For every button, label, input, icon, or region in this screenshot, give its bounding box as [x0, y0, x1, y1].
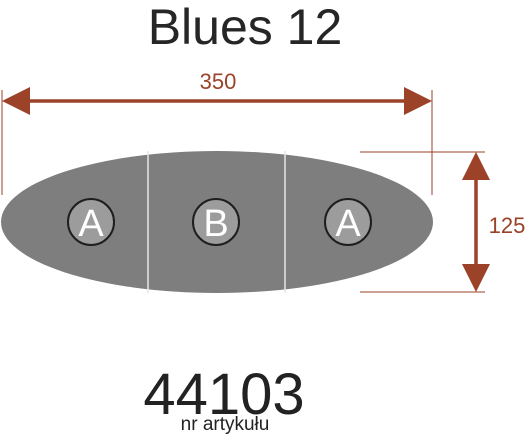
- section-label-text: A: [78, 203, 104, 245]
- article-number: 44103: [143, 362, 305, 427]
- section-label-circle: [324, 198, 372, 246]
- section-label-circle: [192, 198, 240, 246]
- section-label-text: A: [335, 203, 361, 245]
- length-value: 350: [200, 69, 237, 94]
- length-dimension: 350: [1, 69, 433, 195]
- width-arrow-bottom: [462, 264, 490, 292]
- section-label-a-right: A: [324, 198, 372, 246]
- article-caption: nr artykułu: [180, 414, 270, 435]
- section-label-circle: [67, 198, 115, 246]
- length-arrow-right: [404, 87, 432, 115]
- width-value: 125: [489, 213, 526, 238]
- length-arrow-left: [2, 87, 30, 115]
- section-label-b-middle: B: [192, 198, 240, 246]
- product-title: Blues 12: [147, 0, 343, 55]
- width-dimension: 125: [360, 151, 526, 293]
- section-label-a-left: A: [67, 198, 115, 246]
- section-label-text: B: [203, 203, 228, 245]
- width-arrow-top: [462, 152, 490, 180]
